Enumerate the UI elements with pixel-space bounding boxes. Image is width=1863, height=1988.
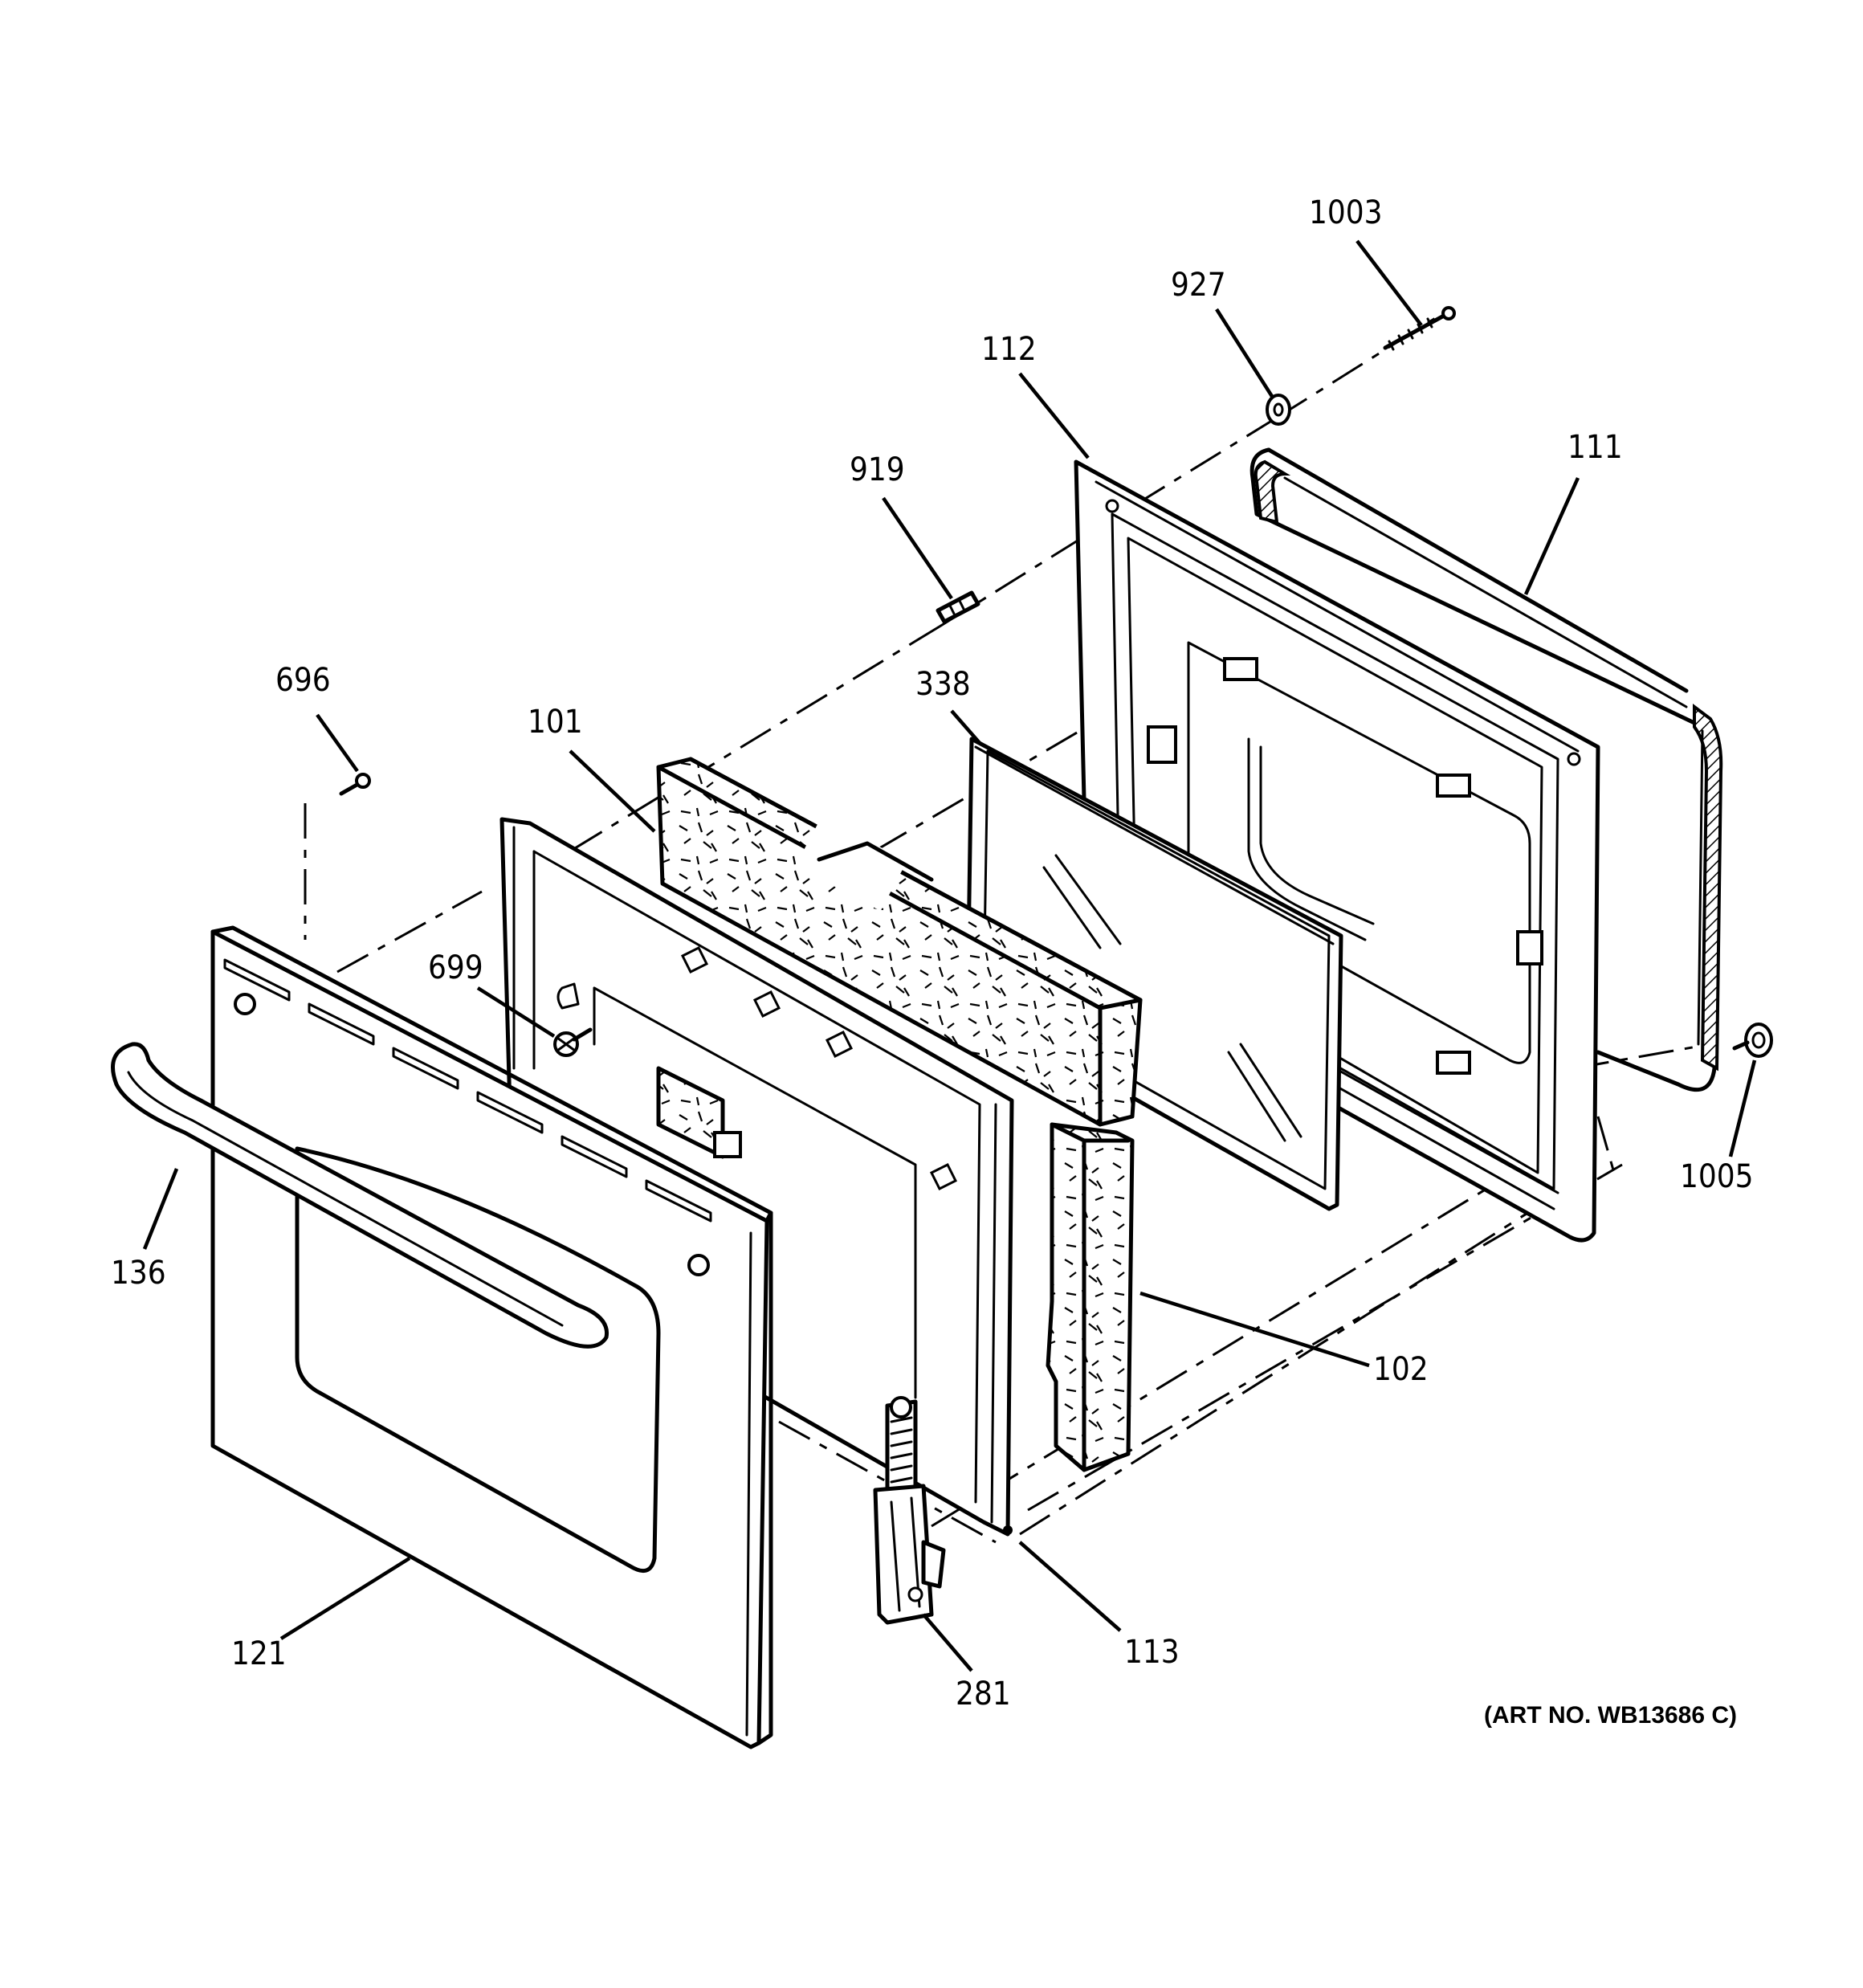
screw-696 xyxy=(339,773,371,796)
washer-927 xyxy=(1266,394,1291,426)
callout-1005: 1005 xyxy=(1680,1158,1754,1195)
inner-door-liner-112 xyxy=(1074,459,1600,1243)
door-gasket-111 xyxy=(1249,447,1723,1092)
callout-113: 113 xyxy=(1124,1634,1180,1671)
callout-102: 102 xyxy=(1373,1351,1429,1388)
pin-919 xyxy=(936,590,980,624)
bumper-1005 xyxy=(1732,1023,1773,1058)
callout-927: 927 xyxy=(1171,267,1226,304)
vent-slots xyxy=(223,958,712,1223)
callout-101: 101 xyxy=(528,704,583,741)
insulation-strip-102 xyxy=(1046,1122,1135,1472)
screw-1003 xyxy=(1383,306,1456,351)
door-handle-136 xyxy=(111,1042,609,1349)
callout-696: 696 xyxy=(275,662,331,699)
callout-699: 699 xyxy=(428,949,483,986)
art-number: (ART NO. WB13686 C) xyxy=(1484,1702,1737,1729)
insulation-101 xyxy=(656,757,1143,1127)
callout-leaders xyxy=(142,239,1757,1672)
outer-door-121 xyxy=(210,925,773,1749)
callout-136: 136 xyxy=(111,1255,166,1292)
callout-112: 112 xyxy=(981,331,1037,368)
callout-1003: 1003 xyxy=(1309,194,1383,231)
callout-281: 281 xyxy=(956,1676,1011,1712)
callout-338: 338 xyxy=(915,666,971,703)
callout-919: 919 xyxy=(850,451,905,488)
hinge-281 xyxy=(873,1396,946,1625)
callout-111: 111 xyxy=(1567,429,1623,466)
callout-121: 121 xyxy=(231,1635,287,1672)
screw-699 xyxy=(553,1027,593,1057)
door-frame-113 xyxy=(499,817,1014,1537)
